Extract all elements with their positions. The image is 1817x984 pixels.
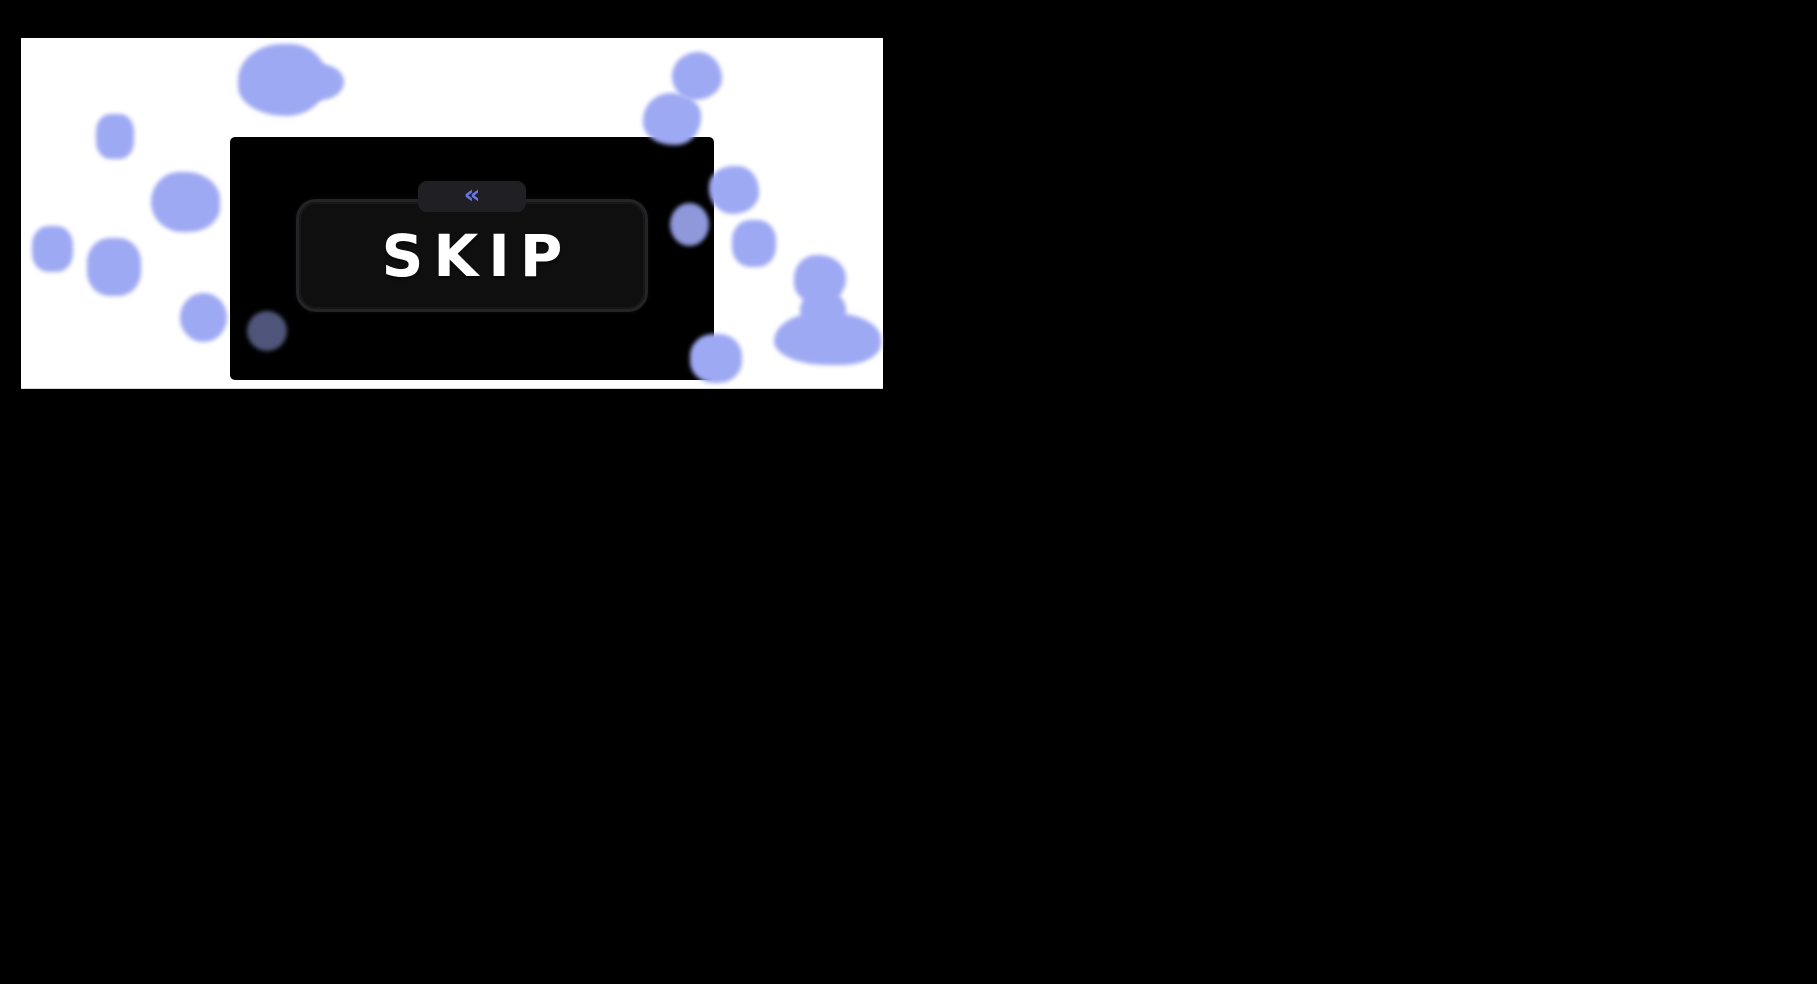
skip-overlay: « SKIP bbox=[230, 137, 714, 380]
drawing-canvas[interactable]: « SKIP bbox=[21, 38, 883, 389]
collapse-tab[interactable]: « bbox=[418, 181, 526, 212]
chevrons-left-icon: « bbox=[463, 179, 481, 210]
skip-button-label: SKIP bbox=[381, 221, 573, 290]
skip-button[interactable]: SKIP bbox=[296, 199, 648, 312]
